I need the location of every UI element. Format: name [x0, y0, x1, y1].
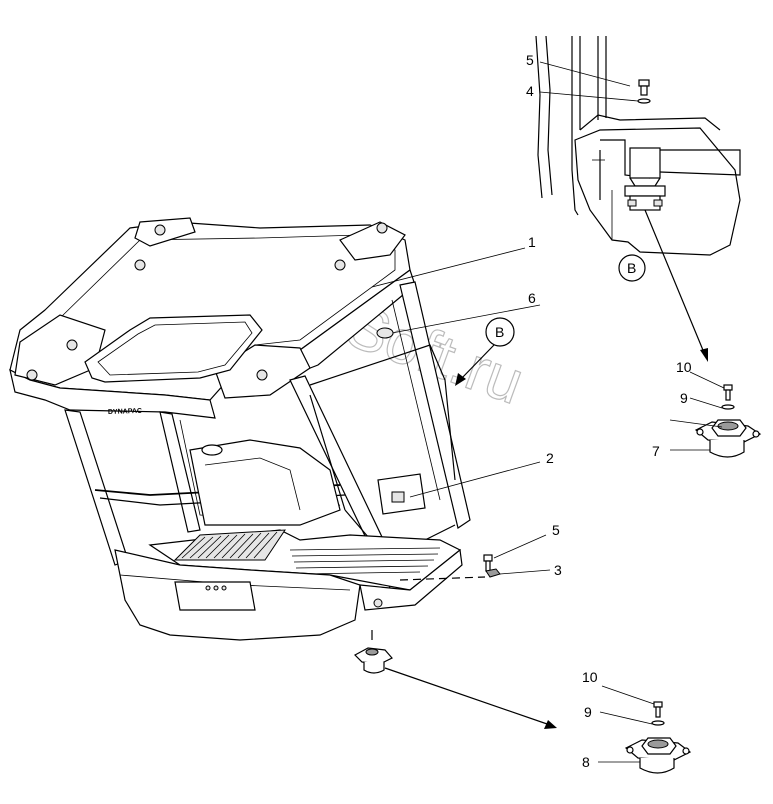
- callout-7: 7: [652, 443, 660, 459]
- mount-8: [598, 685, 692, 774]
- callout-10-right: 10: [676, 359, 692, 375]
- view-b-label: B: [495, 324, 504, 340]
- callout-5-top: 5: [526, 52, 534, 68]
- bolt-3-5-group: [483, 534, 551, 578]
- arrow-head-icon: [455, 373, 466, 386]
- callout-9-bottom: 9: [584, 704, 592, 720]
- callout-6: 6: [528, 290, 536, 306]
- callout-4: 4: [526, 83, 534, 99]
- mount-7: [669, 371, 762, 458]
- detail-b-circle: [618, 254, 646, 282]
- cab-assembly: DYNAPAC: [9, 217, 486, 641]
- detail-b-label: B: [627, 260, 636, 276]
- brand-label: DYNAPAC: [108, 408, 142, 416]
- callout-8: 8: [582, 754, 590, 770]
- arrow-head-icon: [544, 720, 557, 729]
- washer-icon: [637, 98, 651, 104]
- arrow-head-icon: [700, 348, 708, 362]
- callout-5-mid: 5: [552, 522, 560, 538]
- callout-2: 2: [546, 450, 554, 466]
- cab-mount-lower: [354, 630, 393, 674]
- callout-1: 1: [528, 234, 536, 250]
- view-b-indicator: B: [455, 317, 515, 386]
- callout-10-bottom: 10: [582, 669, 598, 685]
- detail-b-view: B: [535, 35, 741, 362]
- bolt-head-icon: [638, 79, 650, 87]
- callout-9-right: 9: [680, 390, 688, 406]
- callout-3: 3: [554, 562, 562, 578]
